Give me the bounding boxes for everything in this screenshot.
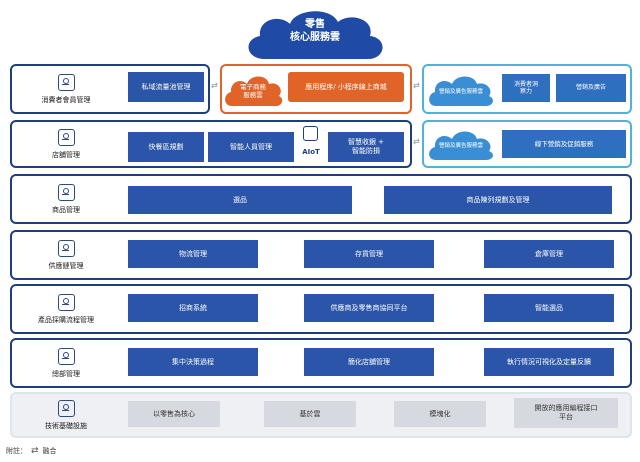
cloud-icon (429, 76, 493, 106)
box-icon (57, 183, 75, 201)
cloud-icon (225, 76, 283, 106)
app-mall-box: 應用程序/ 小程序線上商城 (288, 72, 404, 102)
row-procurement-label-block: 產品採購流程管理 (14, 286, 118, 332)
row-infra-label: 技術基礎設施 (45, 421, 87, 430)
hq-icon (57, 347, 75, 365)
inventory-box: 存貨管理 (304, 240, 434, 268)
header-cloud: 零售 核心服務雲 (240, 4, 390, 64)
merchant-system-box: 招商系統 (128, 294, 258, 322)
marketing-cloud-1: 營銷及廣告服務雲 (426, 66, 496, 112)
row-procurement-label: 產品採購流程管理 (38, 315, 94, 324)
row-consumer-label: 消費者會員管理 (41, 95, 91, 104)
cart-icon (57, 293, 75, 311)
merge-arrows-icon: ⇄ (31, 446, 39, 456)
row-product-label: 商品管理 (52, 205, 80, 214)
central-decision-box: 集中決策過程 (128, 348, 258, 376)
visualization-box: 執行情況可視化及定量反饋 (484, 348, 614, 376)
header-title-line1: 零售 (305, 19, 325, 30)
consumer-insight-box: 消費者洞 察力 (502, 74, 550, 102)
merge-arrows-icon: ⇄ (211, 81, 218, 90)
cloud-icon (429, 131, 493, 160)
footnote-meaning: 融合 (42, 447, 57, 455)
infra-icon (57, 399, 75, 417)
smart-selection-box: 智能選品 (484, 294, 614, 322)
merge-arrows-icon: ⇄ (413, 137, 420, 146)
row-hq-label: 總部管理 (52, 369, 80, 378)
selection-box: 選品 (128, 186, 352, 214)
marketing-cloud-2: 營銷及廣告服務雲 (426, 122, 496, 166)
smart-cashier-box: 智慧收銀 + 智能防損 (328, 132, 404, 162)
row-hq-label-block: 總部管理 (14, 340, 118, 386)
person-icon (57, 73, 75, 91)
simplified-store-box: 簡化店舖管理 (304, 348, 434, 376)
ecommerce-cloud-label: 電子商務 服務雲 (240, 83, 266, 100)
marketing-cloud-2-label: 營銷及廣告服務雲 (438, 143, 483, 149)
collab-platform-box: 供應商及零售商協同平台 (304, 294, 434, 322)
open-api-box: 開放的應用編程接口 平台 (514, 398, 618, 428)
merge-arrows-icon: ⇄ (413, 81, 420, 90)
display-plan-box: 商品陳列規劃及管理 (384, 186, 612, 214)
private-pool-box: 私域流量池管理 (128, 72, 204, 102)
row-infra-label-block: 技術基礎設施 (14, 394, 118, 436)
row-product-label-block: 商品管理 (14, 176, 118, 222)
row-store-label: 店舖管理 (52, 150, 80, 159)
store-icon (57, 128, 75, 146)
chain-icon (57, 239, 75, 257)
modular-box: 模塊化 (394, 401, 486, 427)
row-store-label-block: 店舖管理 (14, 122, 118, 166)
aiot-label: AIoT (302, 148, 320, 156)
aiot-icon (303, 126, 318, 141)
footnote-prefix: 附註： (6, 447, 27, 455)
warehouse-box: 倉庫管理 (484, 240, 614, 268)
footnote: 附註： ⇄ 融合 (6, 444, 206, 458)
fast-food-box: 快餐區規劃 (128, 132, 204, 162)
logistics-box: 物流管理 (128, 240, 258, 268)
row-supply-label: 供應鏈管理 (48, 261, 84, 270)
cloud-icon (248, 11, 383, 59)
aiot-block: AIoT (298, 126, 324, 164)
offline-marketing-box: 線下營銷及促銷服務 (502, 130, 626, 158)
retail-core-box: 以零售為核心 (128, 401, 220, 427)
row-consumer-label-block: 消費者會員管理 (14, 66, 118, 112)
row-supply-label-block: 供應鏈管理 (14, 232, 118, 278)
base-cloud-box: 基於雲 (264, 401, 356, 427)
header-title-line2: 核心服務雲 (290, 32, 340, 43)
ecommerce-cloud: 電子商務 服務雲 (222, 66, 284, 112)
marketing-cloud-1-label: 營銷及廣告服務雲 (438, 89, 483, 95)
marketing-ads-box: 營銷及廣告 (556, 74, 626, 102)
smart-staff-box: 智能人員管理 (208, 132, 294, 162)
